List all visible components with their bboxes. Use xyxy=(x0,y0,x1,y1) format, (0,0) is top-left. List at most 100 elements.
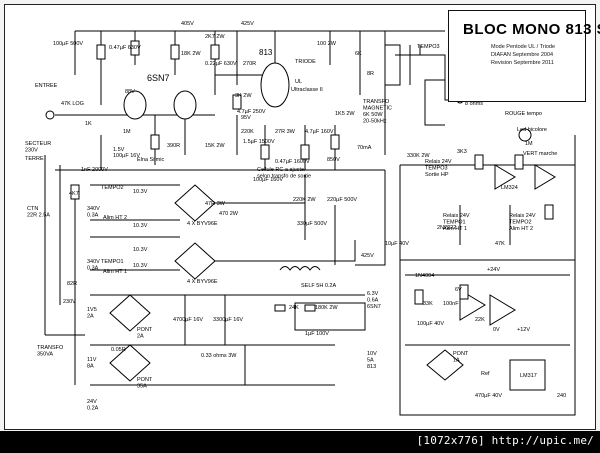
component-value: 470 2W xyxy=(219,211,239,217)
label-340v-a: 340V xyxy=(87,206,100,212)
component-value: 1K5 2W xyxy=(335,111,355,117)
component-value: 330µF 500V xyxy=(297,221,327,227)
label-ultraclasse: Ultraclasse II xyxy=(291,87,323,93)
label-fil-6v3: 6.3V xyxy=(367,291,379,297)
tube-6sn7-a xyxy=(123,90,147,120)
component-value: Ref xyxy=(481,371,490,377)
label-425v: 425V xyxy=(241,21,254,27)
label-relais-hp: Relais 24V xyxy=(425,159,452,165)
label-relais-ht1: Alim HT 1 xyxy=(443,226,467,232)
label-95v: 95V xyxy=(241,115,251,121)
bridge-ht1 xyxy=(174,242,216,280)
label-transfo-magnetic: 20-50kHz xyxy=(363,119,387,125)
title-block: BLOC MONO 813 SE Mode Pentode UL / Triod… xyxy=(448,10,600,102)
label-entree: ENTREE xyxy=(35,83,58,89)
component-value: 0.33 ohms 3W xyxy=(201,353,237,359)
lm324-op2 xyxy=(489,294,516,326)
component-value: Elna Silmic xyxy=(137,157,164,163)
label-340v-a: 0.3A xyxy=(87,213,99,219)
lv-board xyxy=(399,259,576,416)
label-led-bicolore: Led bicolore xyxy=(517,127,547,133)
label-hp: 8 ohms xyxy=(465,101,483,107)
label-alim-ht2: Alim HT 2 xyxy=(103,215,127,221)
label-vert-marche: VERT marche xyxy=(523,151,557,157)
label-0v: 0V xyxy=(493,327,500,333)
component-value: 8R xyxy=(367,71,374,77)
label-pont3: 1A xyxy=(453,358,460,364)
label-1v5: 1V5 xyxy=(87,307,97,313)
component-value: 100µF 500V xyxy=(53,41,83,47)
subtitle-line: Revision Septembre 2011 xyxy=(491,60,554,66)
label-transfo: 350VA xyxy=(37,352,53,358)
component-value: 1µF 100V xyxy=(305,331,329,337)
component-value: 470µF 40V xyxy=(475,393,502,399)
component-value: 180K 2W xyxy=(315,305,338,311)
component-value: 4700µF 16V xyxy=(173,317,203,323)
component-value: 47K xyxy=(495,241,505,247)
bridge-lv3 xyxy=(426,349,464,381)
bridge-lv1 xyxy=(109,294,151,332)
label-alim-ht1: Alim HT 1 xyxy=(103,269,127,275)
component-value: 6K xyxy=(355,51,362,57)
label-relais-ht2: TEMPO2 xyxy=(509,220,532,226)
bridge-lv2 xyxy=(109,344,151,382)
component-value: 4.7µF 160V xyxy=(305,129,334,135)
label-24v-b: 24V xyxy=(87,399,97,405)
component-value: 27R 3W xyxy=(275,129,296,135)
label-rc-note: Cellule RC a ajuster xyxy=(257,167,306,173)
component-value: 270R xyxy=(243,61,256,67)
label-ctn: 22R 2.5A xyxy=(27,213,50,219)
label-transfo-magnetic: MAGNETIC xyxy=(363,106,392,112)
component-value: 3300µF 16V xyxy=(213,317,243,323)
component-value: 330K 2W xyxy=(407,153,430,159)
component-value: 1nF 2000V xyxy=(81,167,108,173)
label-fil-10v: 5A xyxy=(367,358,374,364)
label-24v: +24V xyxy=(487,267,500,273)
label-rc-note: selon transfo de sortie xyxy=(257,174,311,180)
tube-6sn7-b xyxy=(173,90,197,120)
component-value: 0.47µF 1600V xyxy=(275,159,310,165)
label-10v3-a: 10.3V xyxy=(133,189,148,195)
label-self: SELF 5H 0.2A xyxy=(301,283,336,289)
component-value: 47R 3W xyxy=(205,201,226,207)
label-pont2: 35A xyxy=(137,384,147,390)
component-value: 4.7µF 250V xyxy=(237,109,266,115)
label-transfo: TRANSFO xyxy=(37,345,64,351)
component-value: 100µF 160V xyxy=(253,177,283,183)
label-340v-b: 0.3A xyxy=(87,266,99,272)
label-secteur: 230V xyxy=(25,148,38,154)
component-value: 1M xyxy=(123,129,131,135)
label-ul: UL xyxy=(295,79,302,85)
label-relais-hp: Sortie HP xyxy=(425,172,449,178)
label-transfo-magnetic: TRANSFO xyxy=(363,99,390,105)
label-tempo2: TEMPO2 xyxy=(101,185,124,191)
label-tube-813: 813 xyxy=(259,48,273,57)
label-fil-10v: 10V xyxy=(367,351,377,357)
label-relais-ht2: Relais 24V xyxy=(509,213,536,219)
label-pont3: PONT xyxy=(453,351,469,357)
label-triode: TRIODE xyxy=(295,59,316,65)
label-10v3-b: 10.3V xyxy=(133,223,148,229)
label-bridge2: 4 X BYV96E xyxy=(187,279,218,285)
label-11v: 8A xyxy=(87,364,94,370)
lm317-box xyxy=(509,359,546,391)
lm324-tempo-b xyxy=(534,164,556,190)
label-pont1: PONT xyxy=(137,327,153,333)
subtitle-block: Mode Pentode UL / Triode DIAFAN Septembr… xyxy=(491,43,555,67)
label-405v: 405V xyxy=(181,21,194,27)
label-secteur: SECTEUR xyxy=(25,141,51,147)
label-relais-hp: TEMPO3 xyxy=(425,166,448,172)
label-850v: 850V xyxy=(327,157,340,163)
component-value: 220K 2W xyxy=(293,197,316,203)
led-bicolore xyxy=(518,128,532,142)
footer-bar: [1072x776] http://upic.me/ xyxy=(0,431,600,453)
component-value: 0.47µF 630V xyxy=(109,45,141,51)
component-value: 4K7 xyxy=(69,191,79,197)
component-value: 1K xyxy=(85,121,92,127)
label-12v: +12V xyxy=(517,327,530,333)
component-value: 24K xyxy=(289,305,299,311)
component-value: 33K xyxy=(423,301,433,307)
